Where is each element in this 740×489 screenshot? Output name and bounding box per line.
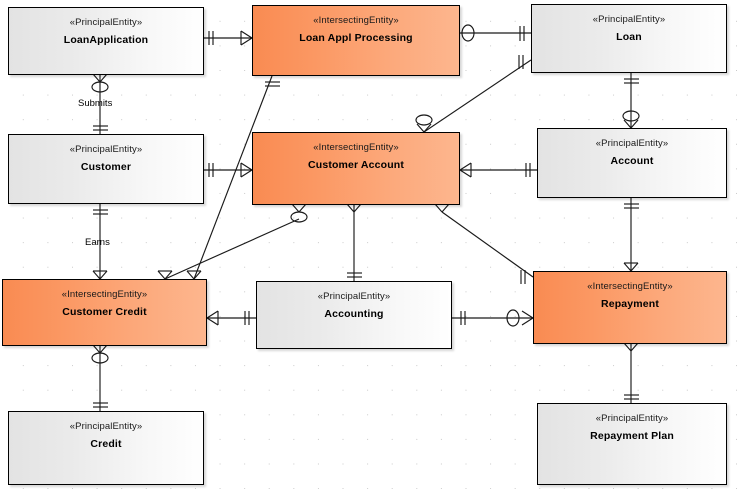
- edge-account-repayment: [623, 198, 639, 272]
- entity-customer[interactable]: «PrincipalEntity» Customer: [8, 134, 204, 204]
- entity-name: Loan Appl Processing: [299, 32, 413, 44]
- entity-account[interactable]: «PrincipalEntity» Account: [537, 128, 727, 198]
- entity-stereotype: «PrincipalEntity»: [317, 291, 391, 302]
- entity-stereotype: «PrincipalEntity»: [592, 14, 666, 25]
- edge-customeraccount-repayment: [434, 203, 534, 284]
- edge-loan-customeraccount: [415, 55, 532, 133]
- edge-loan-account: [622, 73, 640, 129]
- edge-customeraccount-accounting: [346, 203, 362, 281]
- entity-name: Customer Account: [308, 159, 404, 171]
- entity-name: LoanApplication: [63, 34, 149, 46]
- edge-customer-customercredit: [92, 204, 108, 280]
- entity-name: Account: [610, 155, 654, 167]
- entity-name: Customer Credit: [62, 306, 147, 318]
- entity-stereotype: «IntersectingEntity»: [587, 281, 673, 292]
- entity-loan-application[interactable]: «PrincipalEntity» LoanApplication: [8, 7, 204, 75]
- entity-repayment-plan[interactable]: «PrincipalEntity» Repayment Plan: [537, 403, 727, 485]
- entity-customer-account[interactable]: «IntersectingEntity» Customer Account: [252, 132, 460, 205]
- edge-label-submits: Submits: [78, 98, 113, 109]
- edge-loanapplprocessing-loan: [460, 24, 531, 42]
- entity-loan-appl-processing[interactable]: «IntersectingEntity» Loan Appl Processin…: [252, 5, 460, 76]
- edge-customeraccount-customercredit: [157, 203, 308, 280]
- edge-accounting-repayment: [452, 309, 534, 327]
- edge-customeraccount-account: [459, 162, 537, 178]
- entity-customer-credit[interactable]: «IntersectingEntity» Customer Credit: [2, 279, 207, 346]
- edge-loanapplprocessing-customercredit: [186, 75, 280, 280]
- entity-accounting[interactable]: «PrincipalEntity» Accounting: [256, 281, 452, 349]
- edge-customercredit-accounting: [206, 310, 256, 326]
- entity-name: Accounting: [324, 308, 384, 320]
- edge-loanapplication-customer: [91, 73, 109, 134]
- entity-name: Credit: [90, 438, 122, 450]
- edge-customer-customeraccount: [204, 162, 253, 178]
- entity-stereotype: «IntersectingEntity»: [61, 289, 148, 300]
- entity-repayment[interactable]: «IntersectingEntity» Repayment: [533, 271, 727, 344]
- entity-stereotype: «PrincipalEntity»: [595, 138, 669, 149]
- entity-stereotype: «PrincipalEntity»: [69, 421, 143, 432]
- entity-credit[interactable]: «PrincipalEntity» Credit: [8, 411, 204, 485]
- edge-customercredit-credit: [91, 344, 109, 411]
- entity-stereotype: «PrincipalEntity»: [595, 413, 669, 424]
- entity-name: Repayment Plan: [590, 430, 674, 442]
- entity-stereotype: «IntersectingEntity»: [313, 15, 399, 26]
- edge-loanapplication-loanapplprocessing: [204, 30, 253, 46]
- entity-name: Customer: [80, 161, 132, 173]
- entity-loan[interactable]: «PrincipalEntity» Loan: [531, 4, 727, 73]
- entity-stereotype: «IntersectingEntity»: [313, 142, 399, 153]
- entity-name: Loan: [616, 31, 642, 43]
- entity-name: Repayment: [601, 298, 659, 310]
- edge-label-earns: Earns: [85, 237, 110, 248]
- entity-stereotype: «PrincipalEntity»: [69, 17, 143, 28]
- entity-stereotype: «PrincipalEntity»: [69, 144, 143, 155]
- edge-repayment-repaymentplan: [623, 342, 639, 403]
